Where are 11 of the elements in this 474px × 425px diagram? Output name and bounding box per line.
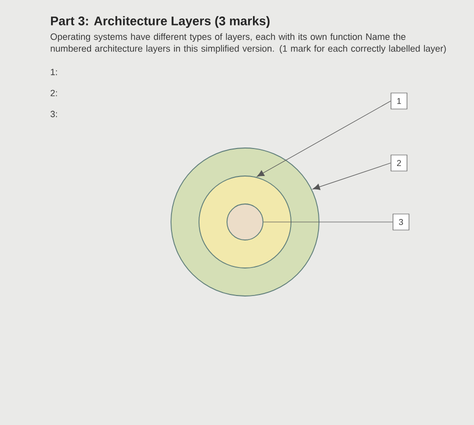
- leader-arrow: [312, 162, 391, 190]
- answer-label: 2:: [50, 90, 57, 96]
- instructions-text: Operating systems have different types of layers, each with its own function Name the numbered architecture layers in this simplified version. (1 mark for each correctly labelled layer): [50, 33, 446, 54]
- leader-arrow: [256, 100, 391, 177]
- answer-label: 1:: [50, 68, 57, 76]
- title: Part 3: Architecture Layers (3 marks): [51, 16, 270, 28]
- layer-circle: [226, 204, 264, 240]
- number-box: 2: [390, 154, 408, 172]
- answer-label: 3:: [50, 110, 57, 118]
- number-box: 3: [392, 214, 410, 230]
- number-box: 1: [390, 92, 408, 110]
